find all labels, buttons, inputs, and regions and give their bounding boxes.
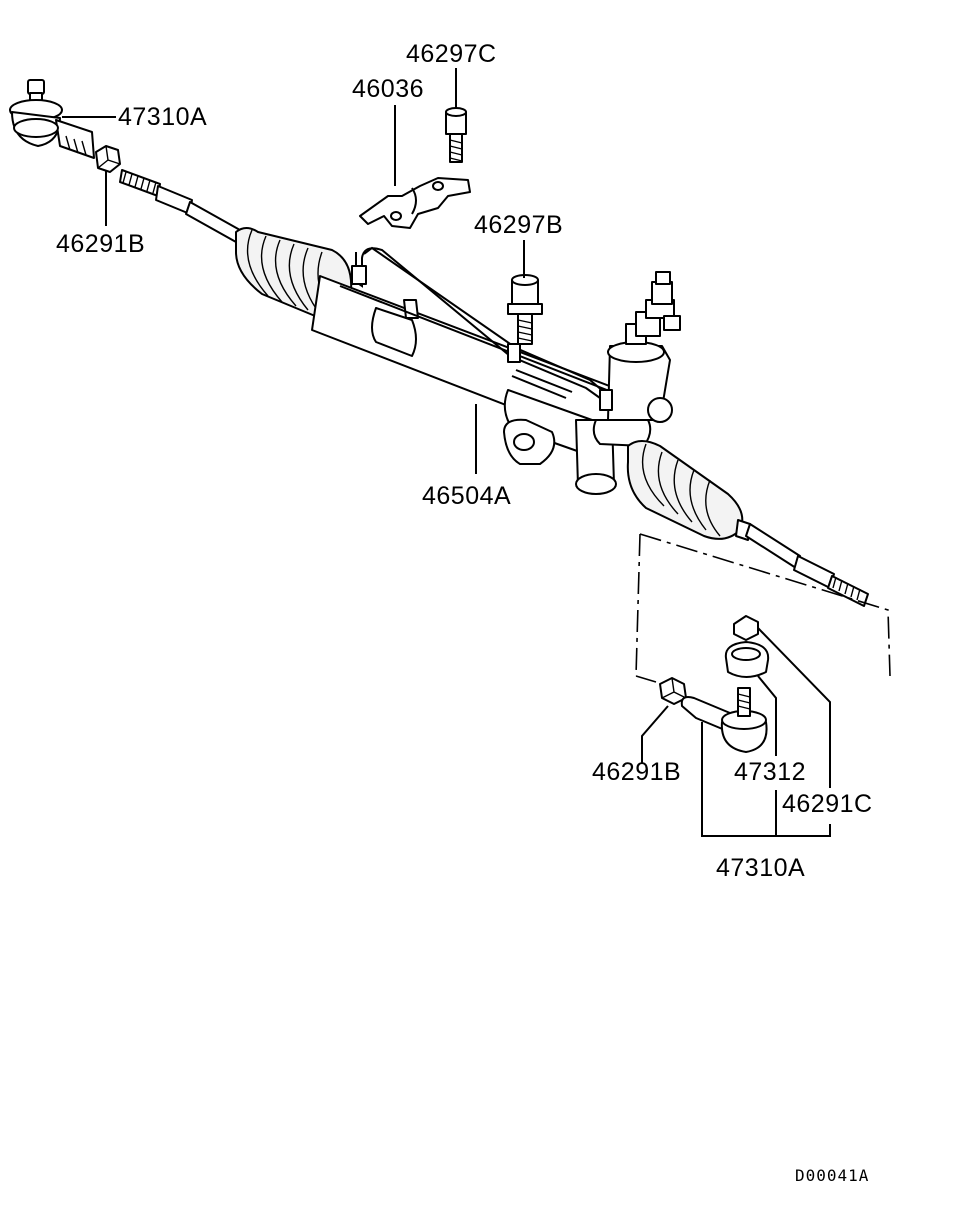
rack-housing xyxy=(311,275,621,465)
right-tie-rod xyxy=(745,523,869,607)
diagram-code: D00041A xyxy=(795,1166,869,1185)
label-bolt-upper: 46297C xyxy=(406,40,497,68)
label-bolt-lower: 46297B xyxy=(474,211,563,239)
left-tie-rod-end xyxy=(9,79,95,159)
hydraulic-pipes xyxy=(351,246,605,399)
label-tie-rod-end-right: 47310A xyxy=(716,854,805,882)
clamp-bracket xyxy=(359,177,471,229)
label-lock-nut-left: 46291B xyxy=(56,230,145,258)
assembly-connection-box xyxy=(635,533,891,683)
label-castle-nut: 46291C xyxy=(782,790,873,818)
left-lock-nut xyxy=(95,145,121,173)
label-lock-nut-right: 46291B xyxy=(592,758,681,786)
bolt-lower xyxy=(507,274,543,345)
leader-lines xyxy=(62,68,831,837)
label-gear-assembly: 46504A xyxy=(422,482,511,510)
right-boot xyxy=(626,440,751,541)
right-dust-cover xyxy=(724,641,770,678)
right-tie-rod-end xyxy=(680,687,768,753)
label-dust-cover: 47312 xyxy=(734,758,806,786)
label-clamp-bracket: 46036 xyxy=(352,75,424,103)
bolt-upper xyxy=(445,107,467,163)
label-tie-rod-end-left: 47310A xyxy=(118,103,207,131)
right-castle-nut xyxy=(733,615,759,641)
pinion-valve-body xyxy=(575,271,681,495)
